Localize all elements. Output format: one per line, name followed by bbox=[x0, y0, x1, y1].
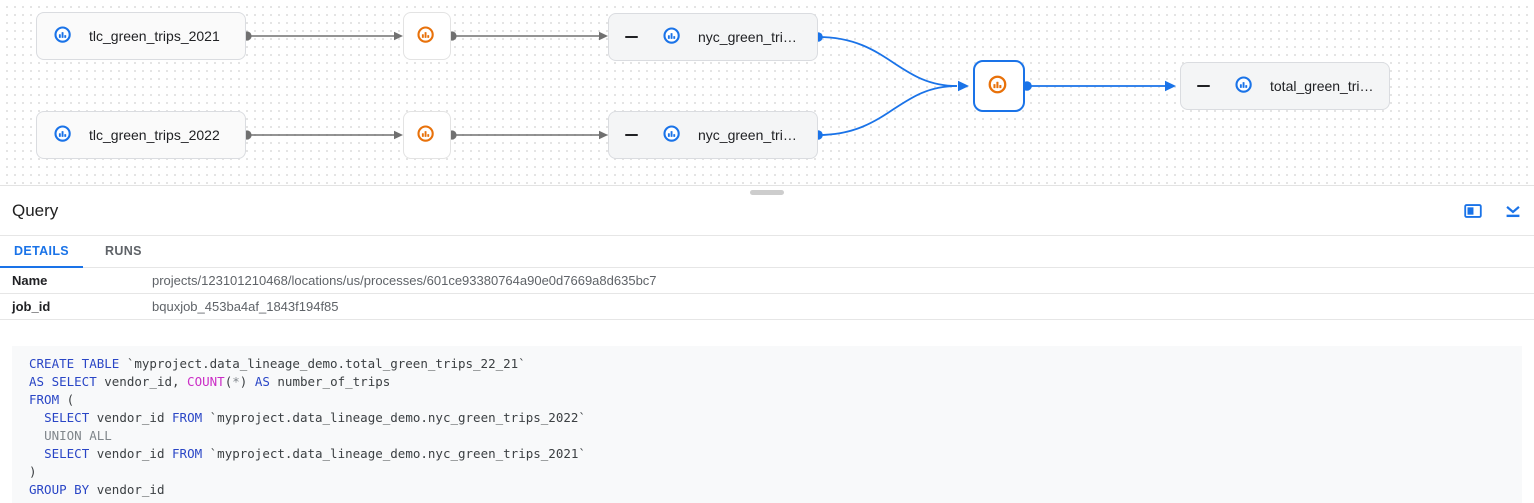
node-tlc-green-trips-2021[interactable]: tlc_green_trips_2021 bbox=[36, 12, 246, 60]
detail-value: projects/123101210468/locations/us/proce… bbox=[152, 273, 657, 288]
panel-drag-handle[interactable] bbox=[750, 190, 784, 195]
detail-value: bquxjob_453ba4af_1843f194f85 bbox=[152, 299, 339, 314]
collapse-panel-button[interactable] bbox=[1500, 198, 1526, 224]
panel-header: Query bbox=[0, 186, 1534, 236]
bigquery-table-icon bbox=[1234, 75, 1256, 97]
minus-collapse-icon[interactable] bbox=[625, 36, 638, 38]
lineage-edges bbox=[242, 31, 1176, 140]
node-nyc-green-trips-bottom[interactable]: nyc_green_trips… bbox=[608, 111, 818, 159]
lineage-graph-canvas[interactable]: tlc_green_trips_2021 tlc_green_trips_202… bbox=[0, 0, 1534, 186]
minus-collapse-icon[interactable] bbox=[1197, 85, 1210, 87]
chevron-down-collapse-icon bbox=[1506, 205, 1520, 217]
bigquery-query-process-icon bbox=[416, 124, 438, 146]
detail-label: job_id bbox=[12, 299, 51, 314]
bigquery-table-icon bbox=[662, 26, 684, 48]
node-label: tlc_green_trips_2021 bbox=[89, 28, 220, 44]
detail-row-name: Name projects/123101210468/locations/us/… bbox=[0, 268, 1534, 294]
bigquery-table-icon bbox=[662, 124, 684, 146]
node-label: total_green_trip… bbox=[1270, 78, 1375, 94]
panel-header-actions bbox=[1460, 198, 1526, 224]
bigquery-query-process-icon bbox=[988, 75, 1011, 98]
query-details-panel: Query DETAILS RUNS Name projects/1231012… bbox=[0, 186, 1534, 503]
open-in-side-panel-button[interactable] bbox=[1460, 198, 1486, 224]
detail-label: Name bbox=[12, 273, 48, 288]
node-query-process-bottom[interactable] bbox=[403, 111, 451, 159]
panel-tabs: DETAILS RUNS bbox=[0, 236, 1534, 268]
tab-details[interactable]: DETAILS bbox=[0, 236, 83, 268]
node-total-green-trips[interactable]: total_green_trip… bbox=[1180, 62, 1390, 110]
detail-row-job-id: job_id bquxjob_453ba4af_1843f194f85 bbox=[0, 294, 1534, 320]
node-label: nyc_green_trips… bbox=[698, 29, 803, 45]
node-nyc-green-trips-top[interactable]: nyc_green_trips… bbox=[608, 13, 818, 61]
panel-title: Query bbox=[12, 200, 59, 220]
node-label: tlc_green_trips_2022 bbox=[89, 127, 220, 143]
sql-query-block: CREATE TABLE `myproject.data_lineage_dem… bbox=[12, 346, 1522, 503]
details-table: Name projects/123101210468/locations/us/… bbox=[0, 268, 1534, 320]
bigquery-table-icon bbox=[53, 25, 75, 47]
bigquery-table-icon bbox=[53, 124, 75, 146]
tab-runs[interactable]: RUNS bbox=[105, 244, 142, 258]
node-tlc-green-trips-2022[interactable]: tlc_green_trips_2022 bbox=[36, 111, 246, 159]
node-label: nyc_green_trips… bbox=[698, 127, 803, 143]
side-panel-icon bbox=[1464, 203, 1482, 218]
node-query-process-top[interactable] bbox=[403, 12, 451, 60]
bigquery-query-process-icon bbox=[416, 25, 438, 47]
minus-collapse-icon[interactable] bbox=[625, 134, 638, 136]
node-query-process-selected[interactable] bbox=[973, 60, 1025, 112]
